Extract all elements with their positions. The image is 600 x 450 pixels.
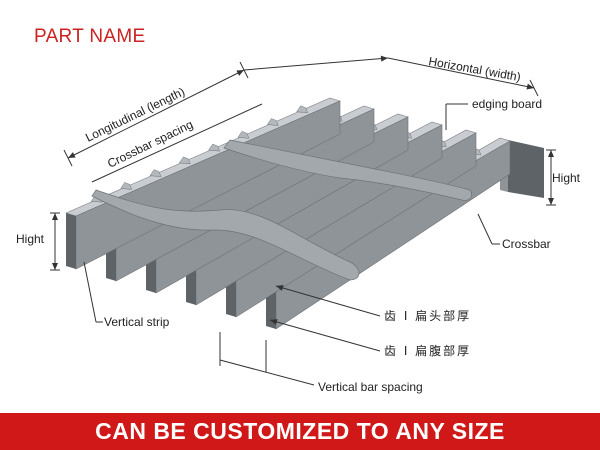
crossbar-twist [91,189,360,281]
bar-tooth [296,105,309,114]
bottom-banner: CAN BE CUSTOMIZED TO ANY SIZE [0,413,600,450]
hight-left-label: Hight [16,232,45,246]
hight-right-arrowhead [548,198,554,205]
horizontal-arrowhead [380,55,388,62]
crossbar-twists [91,139,472,281]
horizontal-dimension-line [243,57,389,71]
longitudinal-arrowhead [236,70,244,76]
bar-tooth [266,118,279,126]
bar-tooth [208,143,221,152]
crossbar-pointer [477,213,493,245]
hight-right-label: Hight [552,171,581,185]
horizontal-dimension-line [387,57,535,89]
crossbar-spacing-line [91,103,263,183]
tooth-flat-head-label: 齿 Ⅰ 扁头部厚 [384,308,471,323]
arrowheads [52,55,554,325]
horizontal-arrowhead [526,83,534,90]
grating-illustration: Horizontal (width) Longitudinal (length)… [16,54,581,394]
tooth-head-arrowhead [276,285,284,291]
bearing-bar-end [66,213,76,269]
hight-left-arrowhead [52,213,58,220]
vertical-strip-pointer [83,261,97,323]
horizontal-width-label: Horizontal (width) [427,54,521,84]
tooth-belly-pointer [269,319,381,352]
hight-left-arrowhead [52,263,58,270]
vertical-bar-spacing-label: Vertical bar spacing [318,380,423,394]
tooth-head-pointer [275,285,381,317]
vertical-bar-spacing-line [219,359,315,386]
edging-board [508,140,544,198]
banner-text: CAN BE CUSTOMIZED TO ANY SIZE [95,418,505,444]
bar-tooth [237,131,250,139]
bar-tooth [178,156,191,165]
edging-board-label: edging board [472,97,542,111]
crossbar-twist [223,139,472,201]
dimension-lines [50,57,556,386]
vertical-strip-label: Vertical strip [104,315,170,329]
bar-tooth [120,182,133,190]
crossbar-label: Crossbar [502,237,551,251]
page-title: PART NAME [34,26,146,47]
tooth-flat-belly-label: 齿 Ⅰ 扁腹部厚 [384,343,471,358]
hight-right-arrowhead [548,150,554,157]
longitudinal-dimension-line [67,69,245,159]
bar-tooth [149,169,162,177]
longitudinal-arrowhead [68,152,76,158]
tooth-belly-arrowhead [270,319,278,325]
